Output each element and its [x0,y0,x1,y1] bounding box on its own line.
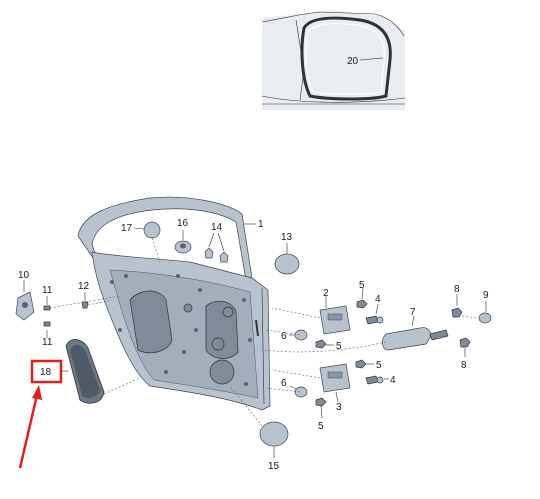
callout-13: 13 [281,232,293,243]
red-pointer-arrow [18,385,42,469]
screw-12: 12 [78,281,113,309]
panel-opening-right [205,300,239,359]
callout-5b: 5 [336,341,342,352]
bolts-4: 4 4 [365,294,396,386]
cap-13: 13 [274,232,300,275]
body-opening-inset: 20 [261,10,406,110]
door-seal-outline [300,16,392,101]
callout-20: 20 [347,56,359,67]
cover-18 [60,339,141,404]
upper-hinge-2: 2 [271,288,351,335]
callout-15: 15 [268,461,280,472]
door-check-7: 7 [261,307,449,353]
callout-9: 9 [483,290,489,301]
striker-10: 10 [15,270,35,321]
callout-5a: 5 [359,280,365,291]
callout-17: 17 [121,223,133,234]
callout-7: 7 [410,307,416,318]
callout-4a: 4 [375,294,381,305]
plugs-6: 6 6 [281,329,308,398]
callout-8a: 8 [454,284,460,295]
panel-opening-left [129,290,173,354]
callout-1: 1 [258,219,264,230]
lower-hinge-3: 3 [271,363,351,413]
callout-5d: 5 [318,421,324,432]
callout-18-highlight-box [30,359,63,384]
callout-18: 18 [40,367,52,378]
callout-14: 14 [211,222,223,233]
callout-10: 10 [18,270,30,281]
callout-6a: 6 [281,331,287,342]
grommet-16: 16 [174,218,192,254]
callout-11b: 11 [42,337,53,348]
clips-14: 14 [204,222,229,263]
cap-nut-9: 9 [461,290,492,324]
callout-12: 12 [78,281,90,292]
callout-2: 2 [323,288,329,299]
callout-4b: 4 [390,375,396,386]
door-shell [77,196,271,411]
callout-11a: 11 [42,285,53,296]
callout-5c: 5 [376,360,382,371]
callout-8b: 8 [461,360,467,371]
callout-16: 16 [177,218,189,229]
bolts-5: 5 5 5 5 [315,280,382,432]
cap-15: 15 [229,385,289,472]
cap-17: 17 [121,221,161,263]
callout-6b: 6 [281,378,287,389]
nuts-8: 8 8 [451,284,471,371]
screws-11: 11 11 [42,285,121,348]
callout-3: 3 [336,402,342,413]
